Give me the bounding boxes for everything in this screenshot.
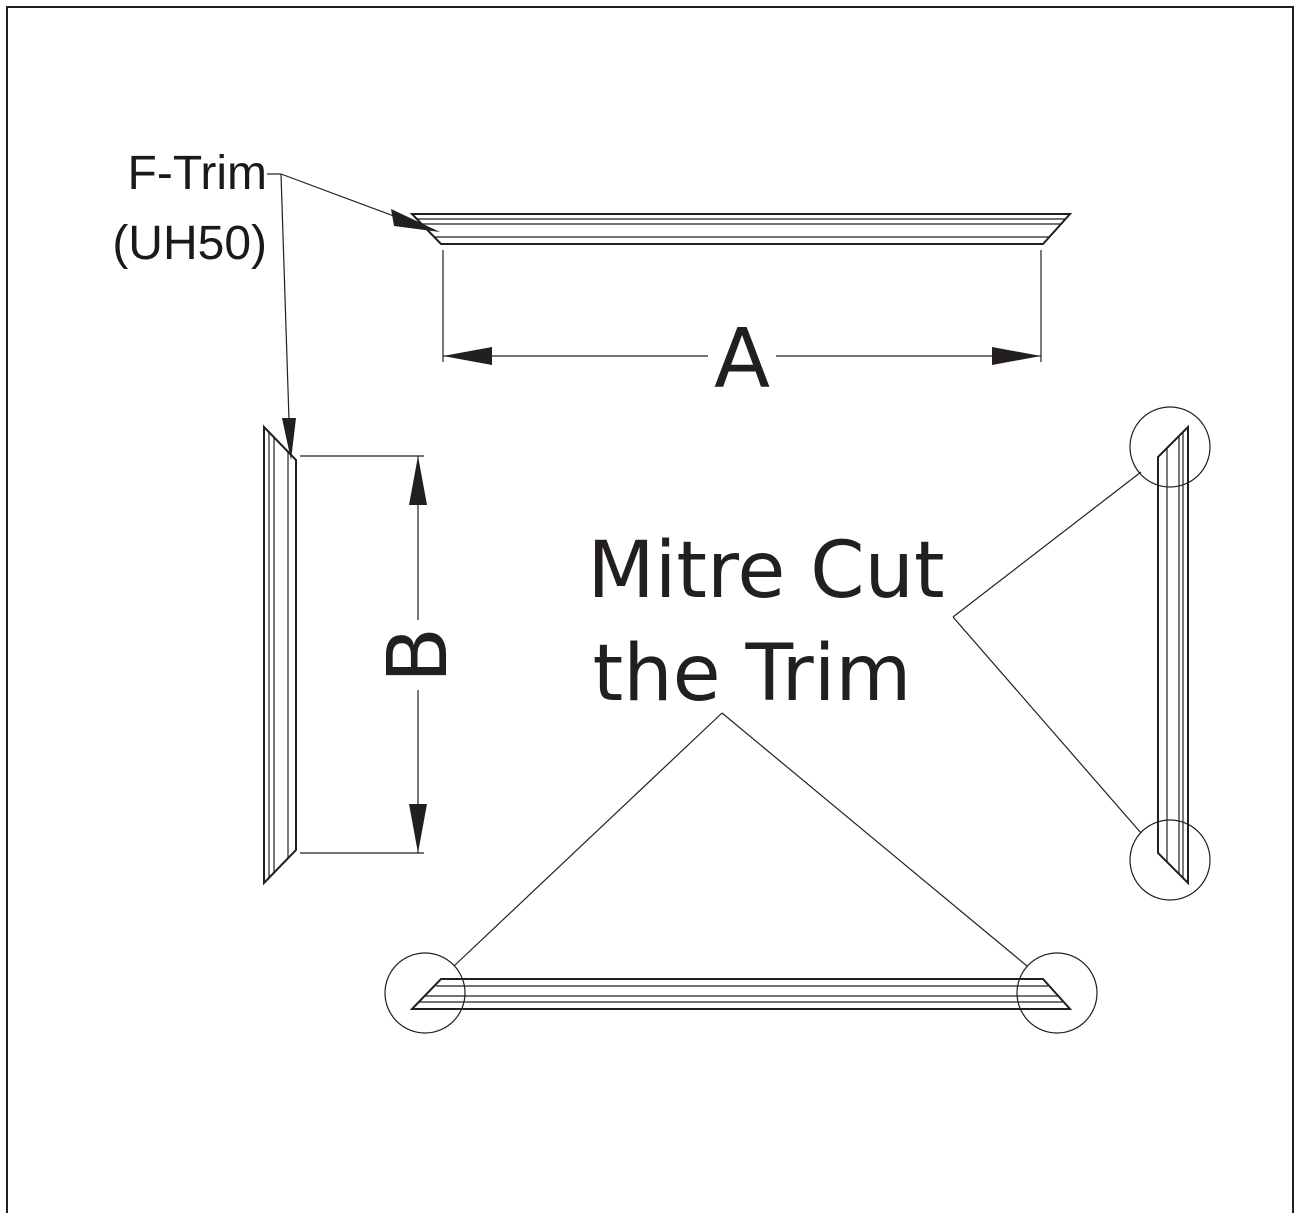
mitre-circle-right-bottom — [1129, 819, 1211, 901]
mitre-circle-bottom-right — [1016, 952, 1098, 1034]
dimension-b — [300, 455, 427, 854]
left-trim-piece — [263, 424, 297, 886]
mitre-circle-bottom-left — [384, 952, 466, 1034]
dimension-a — [442, 250, 1042, 365]
top-trim-piece — [409, 213, 1073, 245]
trim-leader-lines — [267, 173, 440, 460]
right-trim-piece — [1157, 424, 1189, 886]
dimension-a-label: A — [714, 312, 770, 407]
mitre-circle-right-top — [1129, 406, 1211, 488]
diagram-frame — [6, 6, 1294, 1213]
callout-line-2: the Trim — [593, 629, 912, 719]
trim-code-label: (UH50) — [112, 217, 267, 270]
dimension-b-label: B — [371, 627, 466, 683]
trim-name-label: F-Trim — [128, 147, 267, 200]
callout-line-1: Mitre Cut — [587, 526, 944, 616]
callout-leader-lines — [453, 471, 1142, 967]
bottom-trim-piece — [409, 978, 1073, 1010]
